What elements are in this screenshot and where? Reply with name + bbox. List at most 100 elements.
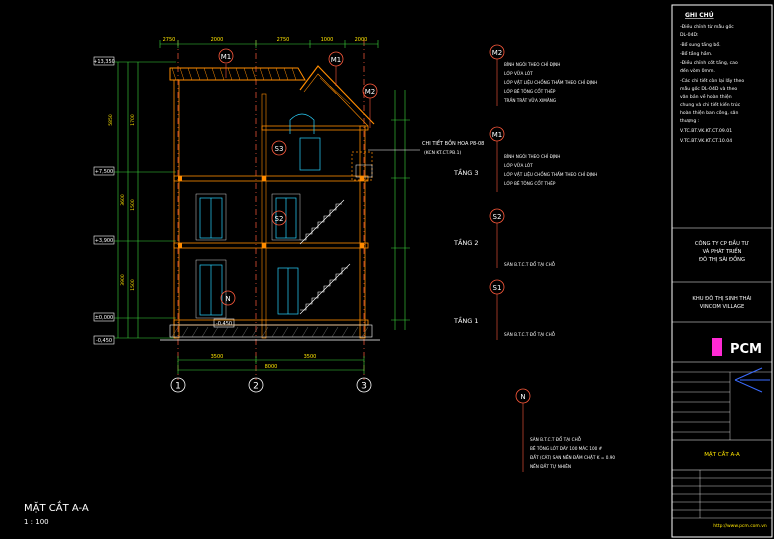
top-dim-5: 2000	[355, 37, 368, 43]
legend-s1-line-1: SÀN B.T.C.T ĐỔ TẠI CHỖ	[504, 332, 556, 337]
note-line-8: mẫu gốc DL-04D và theo	[680, 85, 737, 92]
legend-s2-line-1: SÀN B.T.C.T ĐỔ TẠI CHỖ	[504, 262, 556, 267]
legend-n-tag: N	[520, 393, 525, 401]
legend-m2-tag: M2	[492, 49, 503, 57]
svg-text:1500: 1500	[130, 279, 136, 291]
floor-label-1: TẦNG 1	[453, 315, 479, 325]
top-dim-4: 1000	[321, 37, 334, 43]
right-dimension-lines	[391, 90, 410, 330]
level-tag-13350: +13,350	[93, 59, 115, 65]
legend-m2: M2 BÌNH NGÓI THEO CHỈ ĐỊNH LỚP VỮA LÓT L…	[489, 44, 597, 106]
marker-n: N	[225, 295, 230, 303]
note-line-14: V.TC.BT.VK.KT.CT.10.04	[680, 138, 732, 144]
detail-callout-title: CHI TIẾT BỒN HOA P8-08	[422, 138, 484, 147]
bottom-dim-total: 8000	[265, 364, 278, 370]
legend-s2-tag: S2	[493, 213, 502, 221]
note-line-7: -Các chi tiết còn lại lấy theo	[680, 77, 744, 84]
legend-s1-tag: S1	[493, 284, 502, 292]
legend-m1-line-4: LỚP BÊ TÔNG CỐT THÉP	[504, 181, 556, 186]
level-tags: +13,350 +7,500 +3,900 ±0,000 -0,450 -0,4…	[93, 56, 235, 345]
pcm-logo: PCM	[712, 338, 762, 357]
note-line-2: DL-04D:	[680, 32, 699, 38]
note-line-13: V.TC.BT.VK.KT.CT.09.01	[680, 128, 732, 134]
legend-m2-line-1: BÌNH NGÓI THEO CHỈ ĐỊNH	[504, 62, 560, 67]
note-line-3: -Bổ sung tầng bổ.	[680, 40, 721, 48]
axis-bubble-2	[248, 377, 264, 393]
axis-bubble-1	[170, 377, 186, 393]
grid-lines	[177, 40, 365, 380]
axis-label-3: 3	[361, 382, 367, 392]
footer-url: http://www.pcm.com.vn	[713, 523, 767, 529]
legend-m1: M1 BÌNH NGÓI THEO CHỈ ĐỊNH LỚP VỮA LÓT L…	[489, 126, 597, 192]
legend-m1-tag: M1	[492, 131, 503, 139]
legend-n-line-3: ĐẤT (CÁT) SAN NỀN ĐẦM CHẶT K = 0.90	[530, 455, 615, 460]
legend-s2: S2 SÀN B.T.C.T ĐỔ TẠI CHỖ	[489, 208, 556, 268]
legend-n-line-2: BÊ TÔNG LÓT DÀY 100 MÁC 100 #	[530, 446, 603, 451]
legend-n-line-1: SÀN B.T.C.T ĐỔ TẠI CHỖ	[530, 437, 582, 442]
building-markers: M1 M1 M2 S3 S2 N	[218, 48, 378, 306]
svg-text:3900: 3900	[120, 274, 126, 286]
level-tag-7500: +7,500	[95, 169, 114, 175]
level-tag-0: ±0,000	[95, 315, 114, 321]
title-block: GHI CHÚ -Điều chỉnh từ mẫu gốc DL-04D: -…	[671, 4, 773, 538]
legend-s1: S1 SÀN B.T.C.T ĐỔ TẠI CHỖ	[489, 279, 556, 340]
note-line-10: chung và chi tiết kiến trúc	[680, 101, 741, 108]
axis-bubbles: 1 2 3	[170, 377, 372, 393]
legend-n: N SÀN B.T.C.T ĐỔ TẠI CHỖ BÊ TÔNG LÓT DÀY…	[515, 388, 615, 472]
note-line-1: -Điều chỉnh từ mẫu gốc	[680, 22, 734, 30]
svg-text:1700: 1700	[130, 114, 136, 126]
note-line-4: -Bổ tầng hầm.	[680, 49, 712, 57]
note-line-9: văn bản về hoàn thiện	[680, 92, 732, 100]
marker-s2: S2	[275, 215, 284, 223]
note-line-6: đến vòm 0mm.	[680, 67, 715, 74]
top-dim-1: 2750	[163, 37, 176, 43]
building-section	[160, 65, 380, 341]
note-line-11: hoàn thiện ban công, sân	[680, 109, 738, 116]
project-line-2: VINCOM VILLAGE	[700, 304, 745, 310]
svg-text:3600: 3600	[120, 194, 126, 206]
marker-m1-roof: M1	[221, 53, 232, 61]
legend-m1-line-1: BÌNH NGÓI THEO CHỈ ĐỊNH	[504, 154, 560, 159]
top-dim-3: 2750	[277, 37, 290, 43]
legend-n-line-4: NỀN ĐẤT TỰ NHIÊN	[530, 464, 571, 469]
note-line-5: -Điều chỉnh cốt tầng, cao	[680, 58, 738, 66]
axis-bubble-3	[356, 377, 372, 393]
legend-m2-line-3: LỚP VẬT LIỆU CHỐNG THẤM THEO CHỈ ĐỊNH	[504, 80, 597, 85]
floor-label-3: TẦNG 3	[453, 167, 479, 177]
legend-m2-line-4: LỚP BÊ TÔNG CỐT THÉP	[504, 89, 556, 94]
floor-label-2: TẦNG 2	[453, 237, 479, 247]
notes-heading: GHI CHÚ	[685, 12, 714, 19]
top-dimension-lines	[159, 40, 379, 48]
marker-s3: S3	[275, 145, 284, 153]
logo-text: PCM	[730, 342, 762, 357]
marker-m1-pitched: M1	[331, 56, 342, 64]
project-line-1: KHU ĐÔ THỊ SINH THÁI	[692, 295, 752, 302]
legend-m2-line-5: TRẦN TRÁT VỮA XIMĂNG	[503, 98, 556, 103]
company-line-2: VÀ PHÁT TRIỂN	[703, 247, 742, 255]
company-line-1: CÔNG TY CP ĐẦU TƯ	[695, 239, 750, 247]
level-tag-minus-045-left: -0,450	[96, 338, 112, 344]
level-tag-minus-045-inner: -0,450	[216, 321, 232, 327]
bottom-dimension-lines	[177, 356, 365, 374]
detail-callout: CHI TIẾT BỒN HOA P8-08 (KCN KT.CT.PB.1)	[368, 138, 484, 156]
detail-callout-ref: (KCN KT.CT.PB.1)	[424, 150, 462, 156]
svg-text:1500: 1500	[130, 199, 136, 211]
legend-m1-line-3: LỚP VẬT LIỆU CHỐNG THẤM THEO CHỈ ĐỊNH	[504, 172, 597, 177]
legend-m2-line-2: LỚP VỮA LÓT	[504, 71, 533, 76]
left-dimension-lines	[114, 61, 176, 339]
svg-text:5850: 5850	[108, 114, 114, 126]
level-tag-3900: +3,900	[95, 238, 114, 244]
axis-label-1: 1	[175, 382, 181, 392]
axis-label-2: 2	[253, 382, 259, 392]
bottom-dim-2: 3500	[304, 354, 317, 360]
company-line-3: ĐÔ THỊ SÀI ĐỒNG	[699, 254, 745, 263]
bottom-dim-1: 3500	[211, 354, 224, 360]
sheet-title: MẶT CẮT A-A	[704, 450, 740, 458]
top-dim-2: 2000	[211, 37, 224, 43]
legend-m1-line-2: LỚP VỮA LÓT	[504, 163, 533, 168]
note-line-12: thượng :	[680, 118, 700, 124]
drawing-scale: 1 : 100	[24, 518, 49, 526]
marker-m2: M2	[365, 88, 376, 96]
